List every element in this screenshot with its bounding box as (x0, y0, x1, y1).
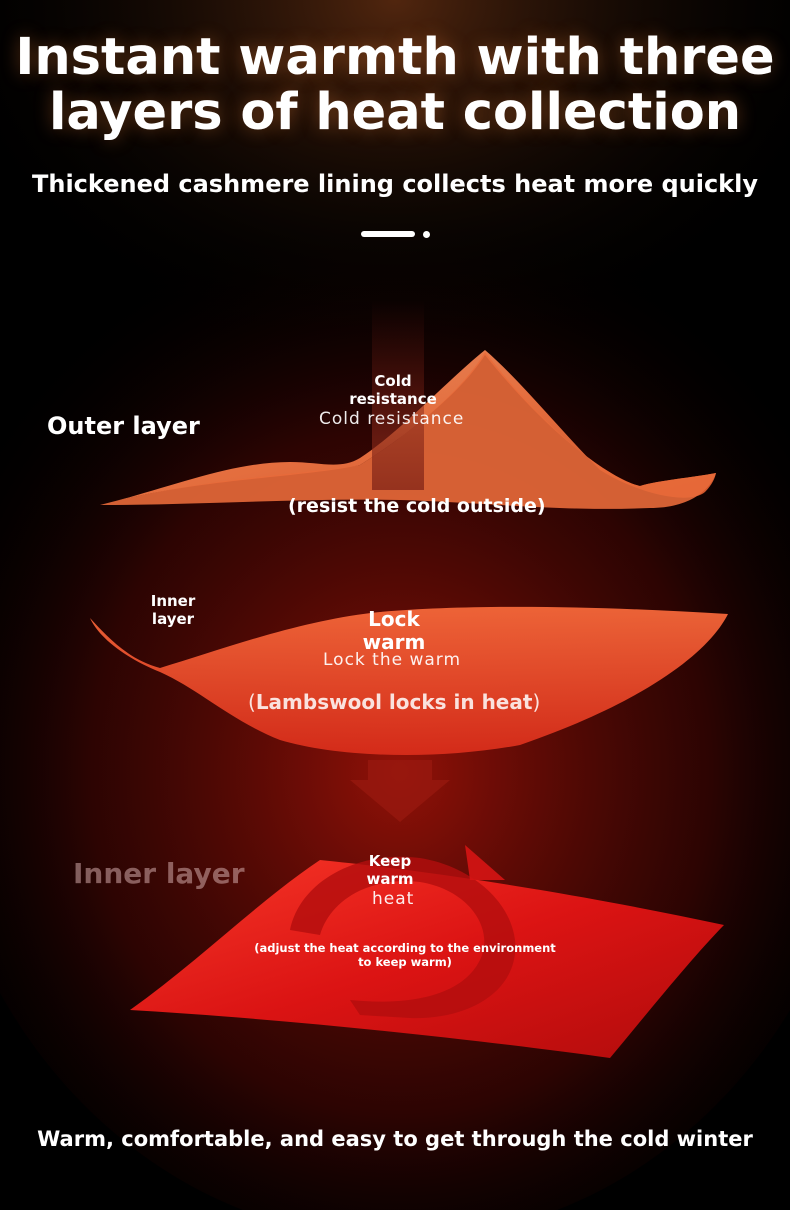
outer-layer-label: Outer layer (47, 412, 200, 440)
heat-swirl (290, 856, 516, 1019)
inner-layer-tag: Keep warm (366, 852, 414, 888)
middle-layer-fabric (90, 606, 728, 756)
paren-close: ) (532, 690, 541, 714)
inner-layer-fabric (130, 860, 724, 1058)
divider-dash (361, 231, 415, 237)
outer-layer-tag-sub: Cold resistance (319, 409, 465, 429)
divider-dot (423, 231, 430, 238)
page-footer: Warm, comfortable, and easy to get throu… (37, 1127, 753, 1151)
middle-layer-label: Inner layer (150, 592, 196, 628)
inner-layer-note: (adjust the heat according to the enviro… (254, 941, 556, 969)
inner-layer-label: Inner layer (73, 857, 245, 890)
middle-layer-tag-sub: Lock the warm (323, 650, 462, 670)
paren-open: ( (248, 690, 256, 714)
middle-layer-tag: Lock warm (362, 607, 426, 654)
middle-layer-note: (Lambswool locks in heat) (248, 690, 540, 714)
outer-layer-note: (resist the cold outside) (288, 495, 546, 517)
page-title: Instant warmth with three layers of heat… (15, 28, 775, 142)
inner-layer-tag-sub: heat (372, 889, 415, 909)
page-subtitle: Thickened cashmere lining collects heat … (31, 170, 759, 198)
middle-layer-note-text: Lambswool locks in heat (255, 690, 533, 714)
outer-layer-tag: Cold resistance (349, 372, 437, 408)
